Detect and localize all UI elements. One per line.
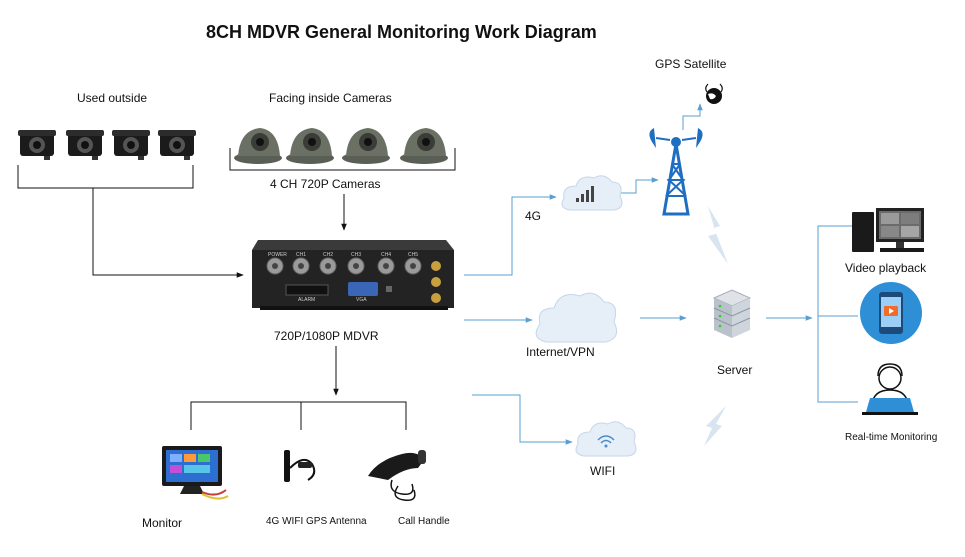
facing-inside-label: Facing inside Cameras	[269, 91, 392, 105]
mdvr-port-label: POWER	[268, 252, 287, 258]
mdvr-port-label: CH5	[408, 252, 418, 258]
inside-cameras	[229, 128, 456, 171]
outside-cameras-bracket	[17, 165, 194, 189]
internet-vpn-label: Internet/VPN	[526, 345, 595, 359]
wifi-cloud-icon	[575, 421, 637, 457]
outside-to-mdvr-line	[92, 188, 244, 278]
cameras-4ch-label: 4 CH 720P Cameras	[270, 177, 381, 191]
wifi-label: WIFI	[590, 464, 616, 478]
used-outside-label: Used outside	[77, 91, 148, 105]
outside-camera-icon	[158, 130, 196, 160]
outside-camera-icon	[112, 130, 150, 160]
clients-distribution-line	[817, 225, 858, 403]
dome-camera-icon	[286, 128, 334, 164]
video-playback-label: Video playback	[845, 261, 927, 275]
satellite-globe-icon	[705, 83, 723, 104]
call-handle-icon	[368, 450, 426, 502]
mdvr-alarm-label: ALARM	[298, 297, 315, 303]
outside-camera-icon	[18, 130, 56, 160]
realtime-monitoring-label: Real-time Monitoring	[845, 432, 938, 443]
mobile-app-icon	[860, 282, 922, 344]
4g-to-tower-link	[618, 177, 659, 194]
dome-camera-icon	[400, 128, 448, 164]
outside-cameras	[17, 130, 196, 189]
wifi-icon	[597, 435, 615, 444]
tower-to-satellite-link	[682, 103, 703, 130]
4g-label: 4G	[525, 209, 542, 223]
internet-cloud-icon	[535, 292, 618, 343]
peripherals-bracket	[190, 401, 407, 430]
diagram-title: 8CH MDVR General Monitoring Work Diagram	[206, 22, 597, 42]
mdvr-device: VGA ALARM POWER CH1 CH2 CH3 CH4 CH5	[252, 240, 454, 310]
dome-camera-icon	[342, 128, 390, 164]
gps-satellite-label: GPS Satellite	[655, 57, 727, 71]
monitor-label: Monitor	[142, 516, 183, 530]
lightning-bolt-icon	[708, 206, 728, 264]
mdvr-port-label: CH4	[381, 252, 391, 258]
mdvr-to-4g-link	[464, 194, 557, 276]
antenna-label: 4G WIFI GPS Antenna	[266, 516, 367, 527]
outside-camera-icon	[66, 130, 104, 160]
realtime-monitoring-operator-icon	[862, 363, 918, 415]
dome-camera-icon	[234, 128, 282, 164]
monitor-icon	[162, 446, 229, 500]
mdvr-vga-label: VGA	[356, 297, 367, 303]
gps-antenna-icon	[284, 450, 316, 482]
mdvr-to-wifi-link	[472, 394, 573, 445]
call-handle-label: Call Handle	[398, 516, 450, 527]
4g-cloud-icon	[561, 175, 623, 211]
mdvr-label: 720P/1080P MDVR	[274, 329, 379, 343]
video-playback-pc-icon	[852, 208, 924, 252]
mdvr-port-label: CH3	[351, 252, 361, 258]
antenna-connectors	[431, 261, 441, 303]
server-label: Server	[717, 363, 753, 377]
server-icon	[712, 289, 752, 338]
inside-cameras-bracket	[229, 148, 456, 171]
gps-tower-icon	[649, 128, 703, 216]
lightning-bolt-icon	[704, 406, 726, 446]
mdvr-port-label: CH2	[323, 252, 333, 258]
mdvr-port-label: CH1	[296, 252, 306, 258]
